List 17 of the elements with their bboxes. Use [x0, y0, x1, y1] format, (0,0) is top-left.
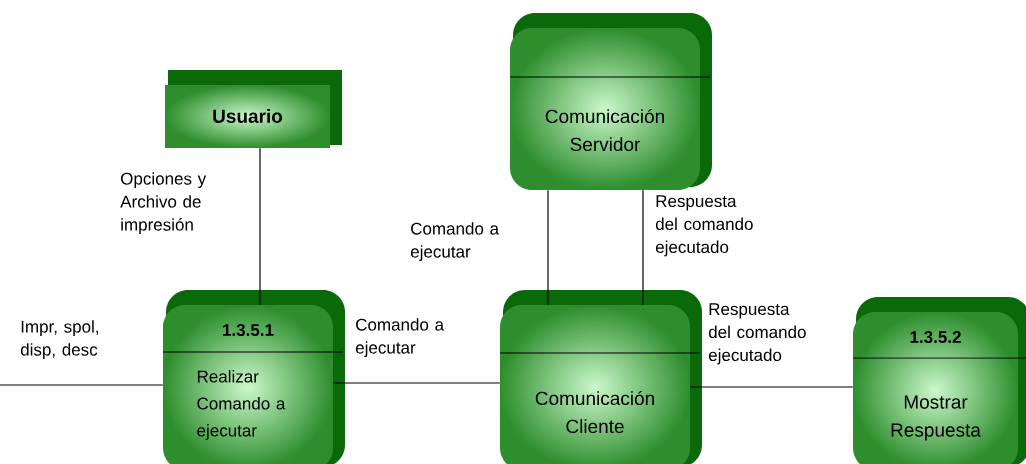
- connector-line: [332, 382, 501, 384]
- process-box: Comunicación Cliente: [499, 290, 702, 464]
- process-box: Usuario: [165, 70, 342, 148]
- connector-line: [642, 189, 644, 306]
- edge-label: Impr, spol, disp, desc: [20, 320, 99, 360]
- process-box: Comunicación Servidor: [509, 13, 712, 190]
- process-box: 1.3.5.1 Realizar Comando a ejecutar: [162, 290, 345, 464]
- edge-label: Comando a ejecutar: [355, 318, 444, 358]
- edge-label: Respuesta del comando ejecutado: [655, 195, 753, 257]
- connector-line: [0, 384, 164, 386]
- edge-label: Comando a ejecutar: [410, 222, 499, 262]
- connector-line: [259, 147, 261, 306]
- edge-label: Respuesta del comando ejecutado: [708, 303, 806, 365]
- connector-line: [689, 386, 854, 388]
- edge-label: Opciones y Archivo de impresión: [120, 172, 207, 235]
- connector-line: [547, 189, 549, 306]
- process-box: 1.3.5.2 Mostrar Respuesta: [852, 297, 1026, 464]
